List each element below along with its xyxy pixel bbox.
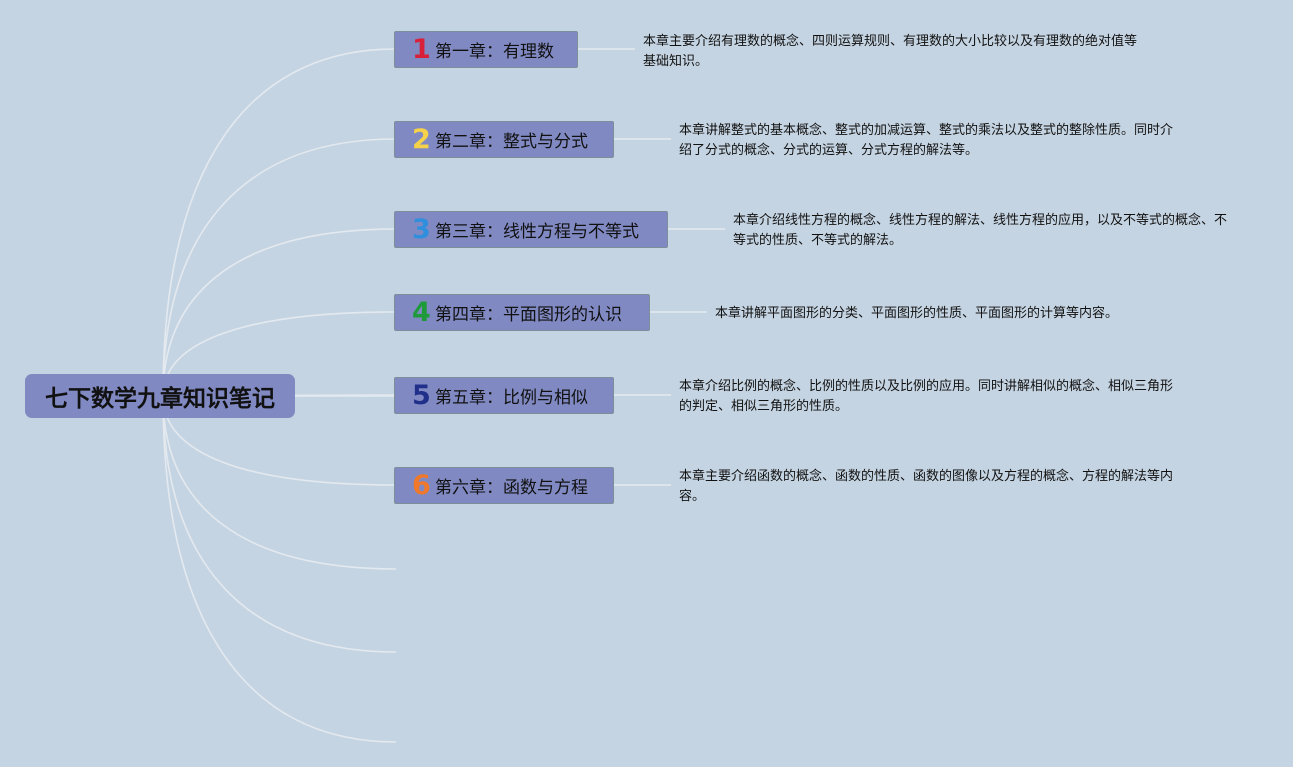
- chapter-number-3-icon: 3: [412, 214, 431, 245]
- chapter-node-4[interactable]: 4 第四章：平面图形的认识: [394, 294, 650, 331]
- chapter-description-5: 本章介绍比例的概念、比例的性质以及比例的应用。同时讲解相似的概念、相似三角形的判…: [679, 379, 1174, 414]
- chapter-node-5[interactable]: 5 第五章：比例与相似: [394, 377, 614, 414]
- chapter-label: 第六章：函数与方程: [435, 478, 588, 498]
- branch-curve: [162, 48, 397, 397]
- chapter-label: 第三章：线性方程与不等式: [435, 222, 639, 242]
- root-topic-label: 七下数学九章知识笔记: [45, 386, 275, 412]
- chapter-number-2-icon: 2: [412, 124, 431, 155]
- chapter-label: 第五章：比例与相似: [435, 388, 588, 408]
- branch-curve: [162, 395, 397, 570]
- chapter-description-4: 本章讲解平面图形的分类、平面图形的性质、平面图形的计算等内容。: [715, 306, 1119, 321]
- chapter-description-1: 本章主要介绍有理数的概念、四则运算规则、有理数的大小比较以及有理数的绝对值等基础…: [643, 34, 1138, 69]
- chapter-node-3[interactable]: 3 第三章：线性方程与不等式: [394, 211, 668, 248]
- chapter-label: 第四章：平面图形的认识: [435, 305, 622, 325]
- chapter-number-5-icon: 5: [412, 380, 431, 411]
- chapter-node-1[interactable]: 1 第一章：有理数: [394, 31, 578, 68]
- chapter-number-4-icon: 4: [412, 297, 431, 328]
- chapter-number-1-icon: 1: [412, 34, 431, 65]
- chapter-label: 第一章：有理数: [435, 42, 554, 62]
- root-topic[interactable]: 七下数学九章知识笔记: [25, 374, 295, 418]
- chapter-node-2[interactable]: 2 第二章：整式与分式: [394, 121, 614, 158]
- chapter-description-2: 本章讲解整式的基本概念、整式的加减运算、整式的乘法以及整式的整除性质。同时介绍了…: [679, 123, 1174, 158]
- branch-curve: [162, 228, 397, 397]
- chapter-number-6-icon: 6: [412, 470, 431, 501]
- chapter-description-3: 本章介绍线性方程的概念、线性方程的解法、线性方程的应用，以及不等式的概念、不等式…: [733, 213, 1228, 248]
- branch-curve: [162, 395, 397, 653]
- branch-curve: [162, 395, 397, 743]
- chapter-node-6[interactable]: 6 第六章：函数与方程: [394, 467, 614, 504]
- chapter-description-6: 本章主要介绍函数的概念、函数的性质、函数的图像以及方程的概念、方程的解法等内容。: [679, 469, 1174, 504]
- chapter-label: 第二章：整式与分式: [435, 132, 588, 152]
- branch-curve: [162, 138, 397, 397]
